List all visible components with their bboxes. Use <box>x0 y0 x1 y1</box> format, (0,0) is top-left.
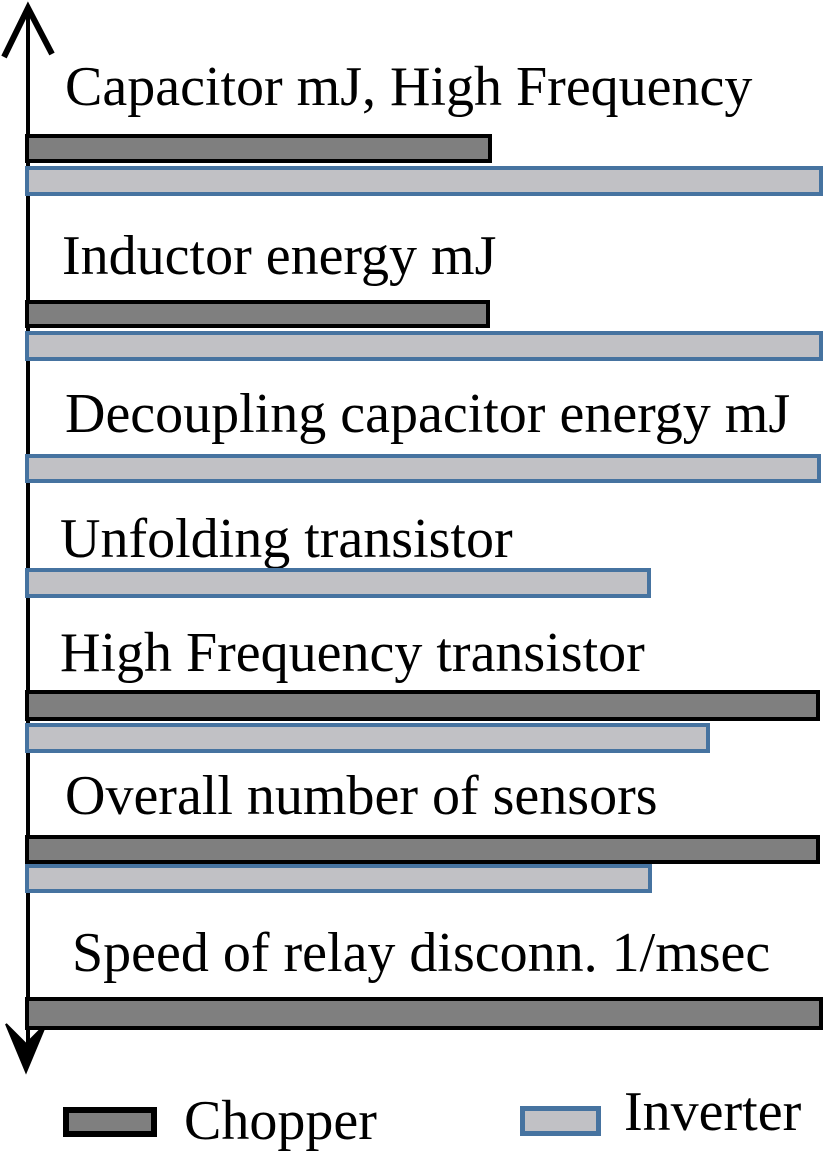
category-label: Overall number of sensors <box>65 765 658 827</box>
category-label: Decoupling capacitor energy mJ <box>65 383 791 445</box>
legend-swatch-chopper <box>63 1107 157 1137</box>
chopper-bar <box>25 835 820 864</box>
chopper-bar <box>25 997 823 1030</box>
legend-swatch-inverter <box>520 1106 601 1136</box>
legend-label-chopper: Chopper <box>184 1090 377 1152</box>
category-label: High Frequency transistor <box>60 622 645 684</box>
chopper-bar <box>25 300 490 328</box>
inverter-bar <box>25 166 823 196</box>
category-label: Capacitor mJ, High Frequency <box>65 56 753 118</box>
chopper-bar <box>25 134 492 163</box>
axis-arrow-up-icon <box>1 1 55 59</box>
chopper-bar <box>25 690 820 721</box>
inverter-bar <box>25 568 651 598</box>
category-label: Speed of relay disconn. 1/msec <box>72 922 771 984</box>
inverter-bar <box>25 723 710 753</box>
category-label: Unfolding transistor <box>60 508 513 570</box>
axis-arrow-down-icon <box>5 1023 47 1075</box>
category-label: Inductor energy mJ <box>62 225 497 287</box>
inverter-bar <box>25 454 821 483</box>
inverter-bar <box>25 864 652 893</box>
legend-label-inverter: Inverter <box>624 1081 802 1143</box>
inverter-bar <box>25 331 823 361</box>
